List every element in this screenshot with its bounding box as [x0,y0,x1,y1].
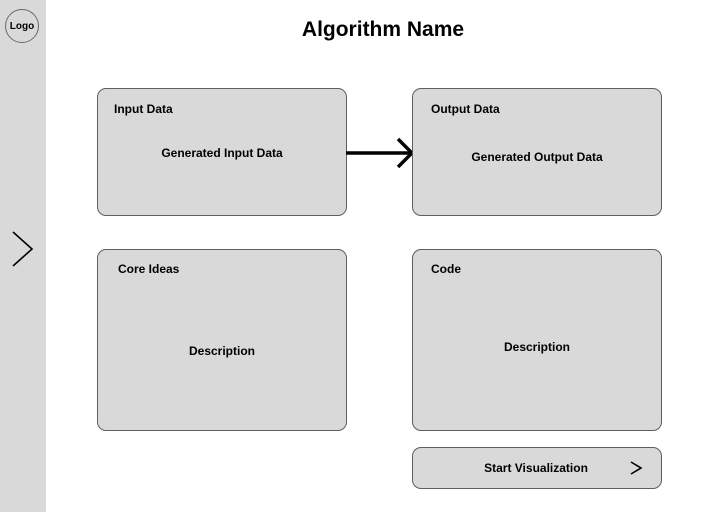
core-ideas-label: Core Ideas [118,262,180,276]
core-ideas-description: Description [188,344,255,358]
logo-text: Logo [9,20,35,32]
code-panel: Code Description [412,249,662,431]
input-data-label: Input Data [114,102,173,116]
output-data-content: Generated Output Data [471,150,603,164]
input-data-content: Generated Input Data [161,146,283,160]
output-data-panel: Output Data Generated Output Data [412,88,662,216]
start-visualization-button[interactable]: Start Visualization [412,447,662,489]
input-data-panel: Input Data Generated Input Data [97,88,347,216]
core-ideas-panel: Core Ideas Description [97,249,347,431]
output-data-label: Output Data [431,102,500,116]
page-title: Algorithm Name [301,18,465,41]
arrow-right-icon [346,137,415,169]
sidebar: Logo [0,0,46,512]
code-description: Description [503,340,570,354]
logo[interactable]: Logo [5,9,39,43]
chevron-right-icon [630,461,643,475]
code-label: Code [431,262,461,276]
chevron-right-icon[interactable] [10,230,36,268]
start-visualization-label: Start Visualization [484,461,588,475]
